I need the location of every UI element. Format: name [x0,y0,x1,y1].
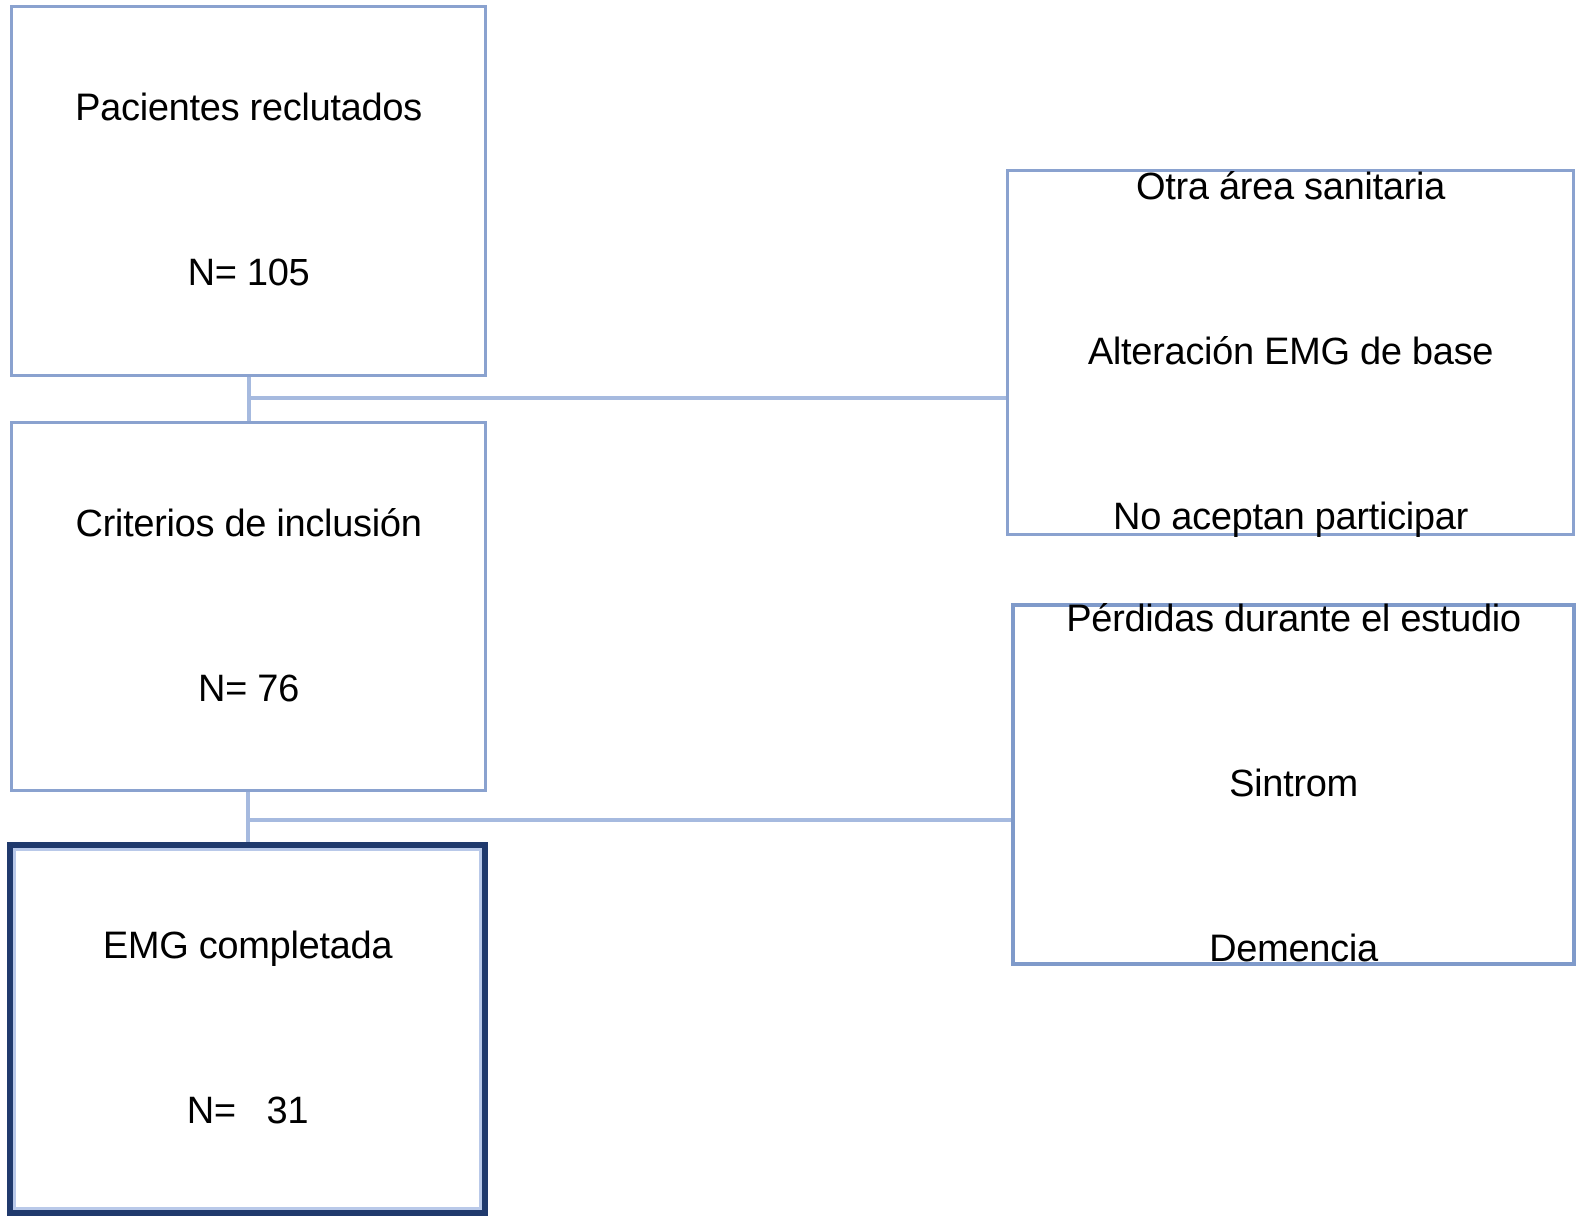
box-criterios-inclusion: Criterios de inclusión N= 76 [10,421,487,792]
text-line: Pérdidas durante el estudio [1066,598,1521,640]
box-exclusiones-text: Otra área sanitaria Alteración EMG de ba… [1087,50,1494,655]
box-criterios-inclusion-text: Criterios de inclusión N= 76 [75,387,421,827]
n-value-line: N= 105 [187,252,310,294]
connector-branch-to-exclusiones [247,396,1012,400]
box-emg-completada: EMG completada N= 31 [7,842,488,1216]
box-emg-completada-text: EMG completada N= 31 [102,809,393,1224]
text-line: Demencia [1209,928,1378,970]
text-line: Criterios de inclusión [75,502,422,545]
box-exclusiones-reclutamiento: Otra área sanitaria Alteración EMG de ba… [1006,166,1575,538]
text-line: Otra área sanitaria [1135,166,1445,208]
text-line: No aceptan participar [1113,496,1468,538]
box-perdidas-text: Pérdidas durante el estudio Sintrom Deme… [1066,482,1521,1087]
text-line: Sintrom [1229,763,1358,805]
text-line: Pacientes reclutados [75,87,422,129]
text-line: Alteración EMG de base [1087,331,1494,373]
n-value-line: N= 76 [198,667,299,710]
box-pacientes-reclutados: Pacientes reclutados N= 105 [10,5,487,377]
n-value-line: N= 31 [186,1090,309,1132]
box-pacientes-reclutados-text: Pacientes reclutados N= 105 [75,0,422,411]
connector-reclutados-to-inclusion [247,377,251,425]
connector-branch-to-perdidas [246,818,1016,822]
box-perdidas-estudio: Pérdidas durante el estudio Sintrom Deme… [1011,598,1576,970]
text-line: EMG completada [102,925,393,967]
